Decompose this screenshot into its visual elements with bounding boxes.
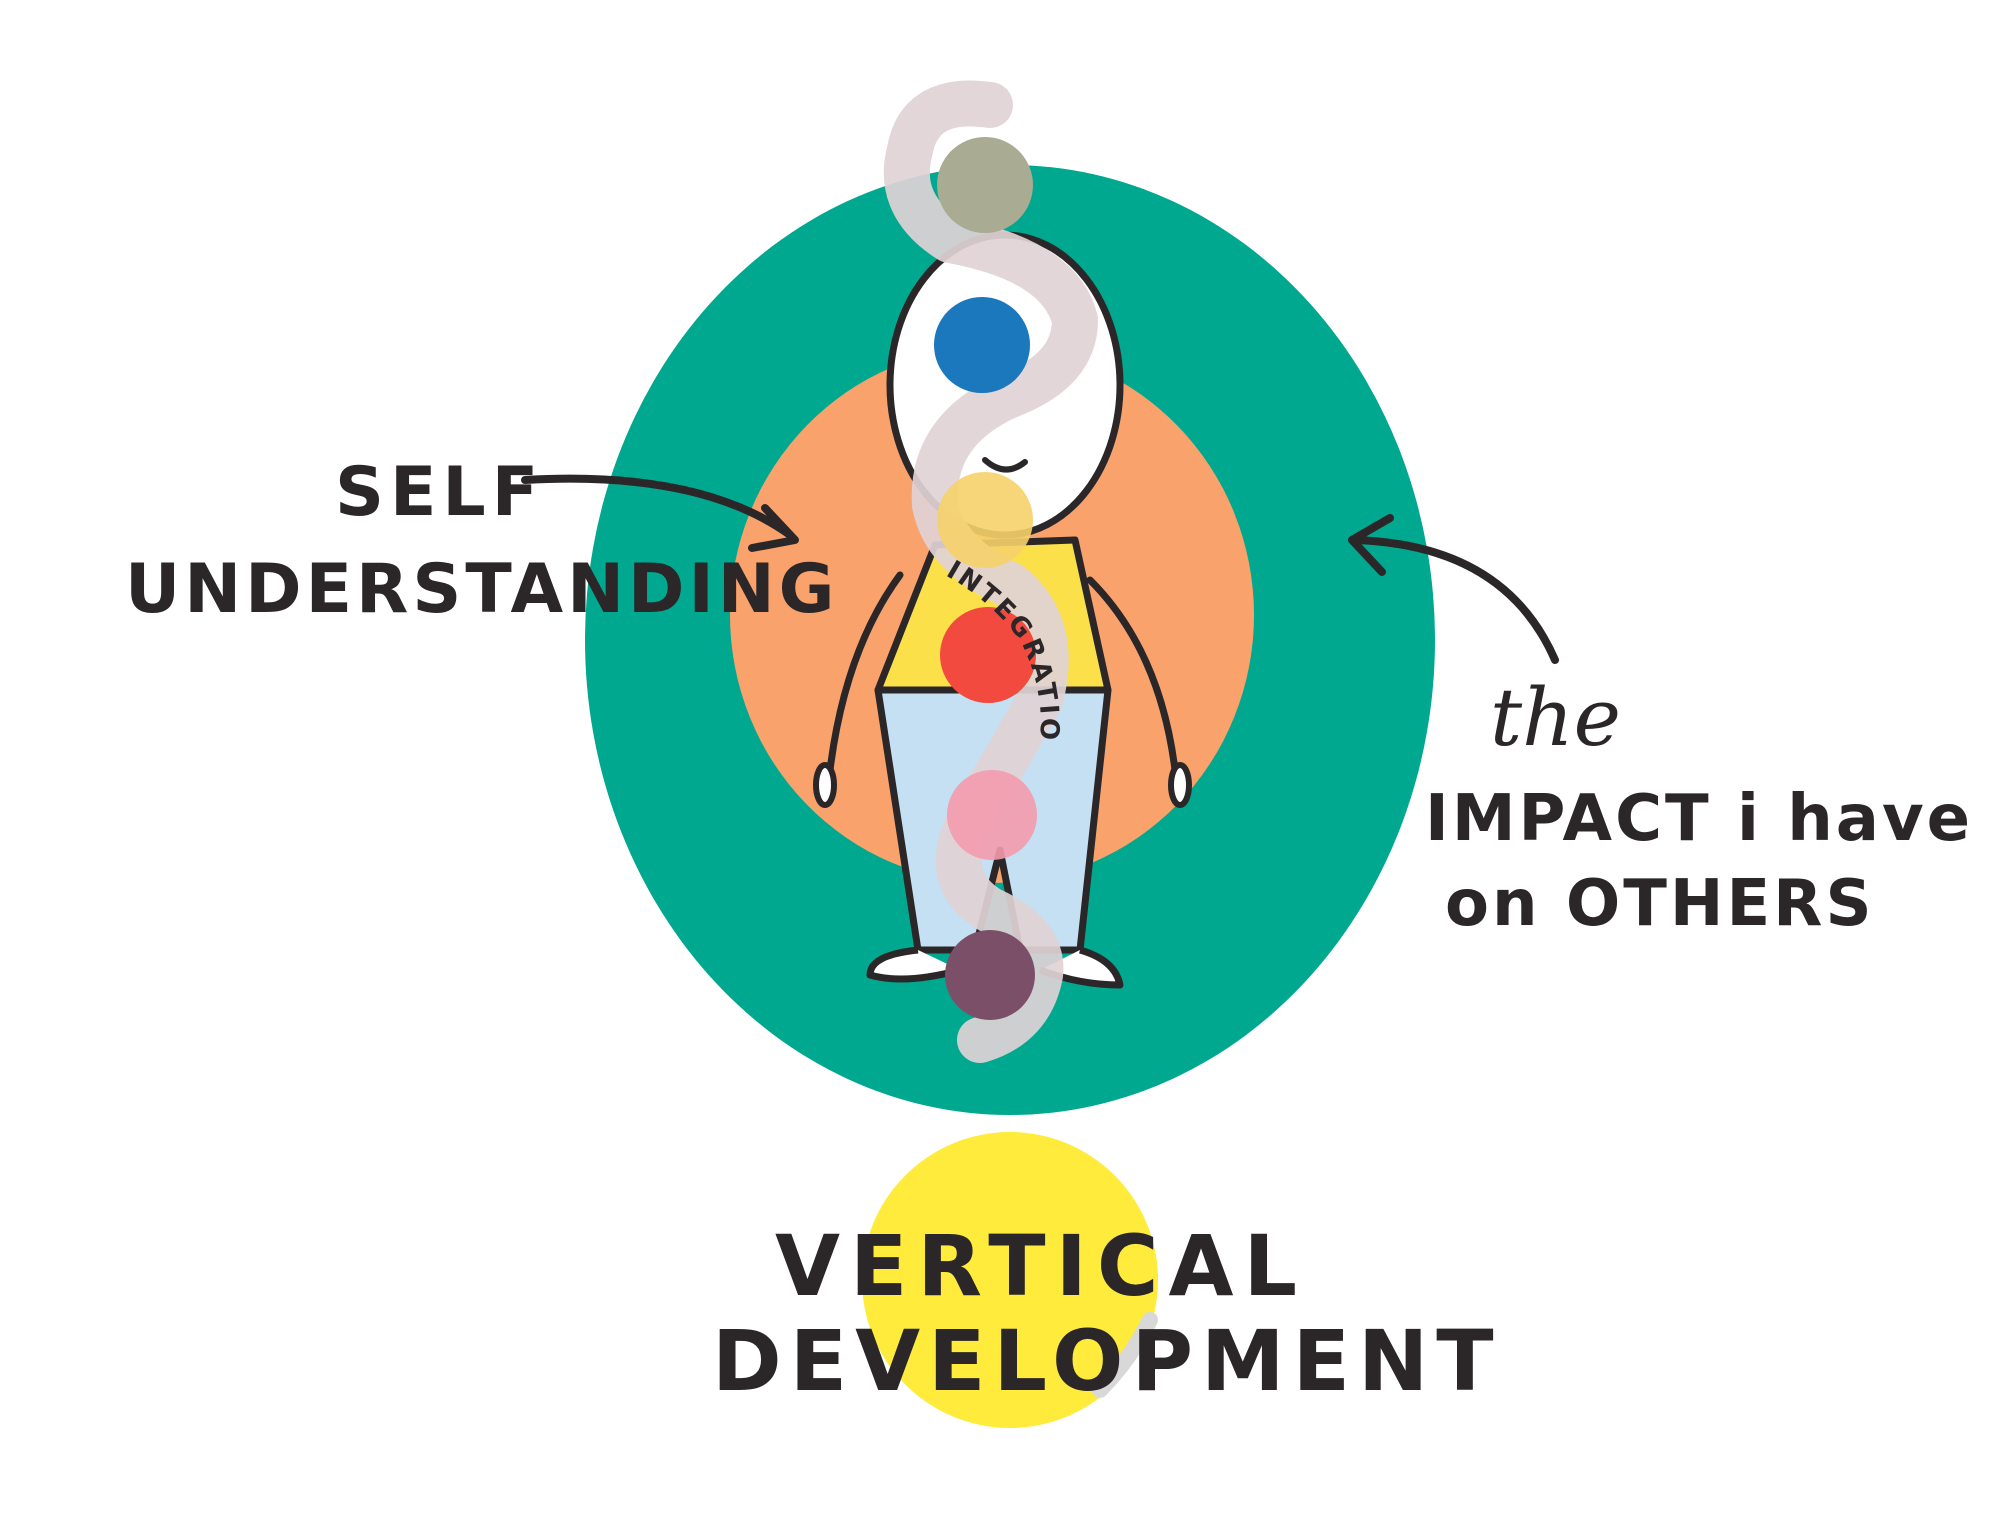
figure-left-hand xyxy=(816,765,834,805)
chakra-third-eye xyxy=(934,297,1030,393)
impact-line2: IMPACT i have xyxy=(1425,782,1973,856)
self-understanding-line1: SELF xyxy=(335,453,544,532)
chakra-crown xyxy=(937,137,1033,233)
impact-line3: on OTHERS xyxy=(1445,867,1875,941)
chakra-throat xyxy=(937,472,1033,568)
self-understanding-line2: UNDERSTANDING xyxy=(125,550,838,629)
chakra-sacral xyxy=(947,770,1037,860)
figure-right-hand xyxy=(1171,765,1189,805)
impact-line1: the xyxy=(1490,671,1621,764)
title-line2: DEVELOPMENT xyxy=(712,1312,1502,1410)
chakra-root xyxy=(945,930,1035,1020)
title-line1: VERTICAL xyxy=(775,1217,1307,1315)
